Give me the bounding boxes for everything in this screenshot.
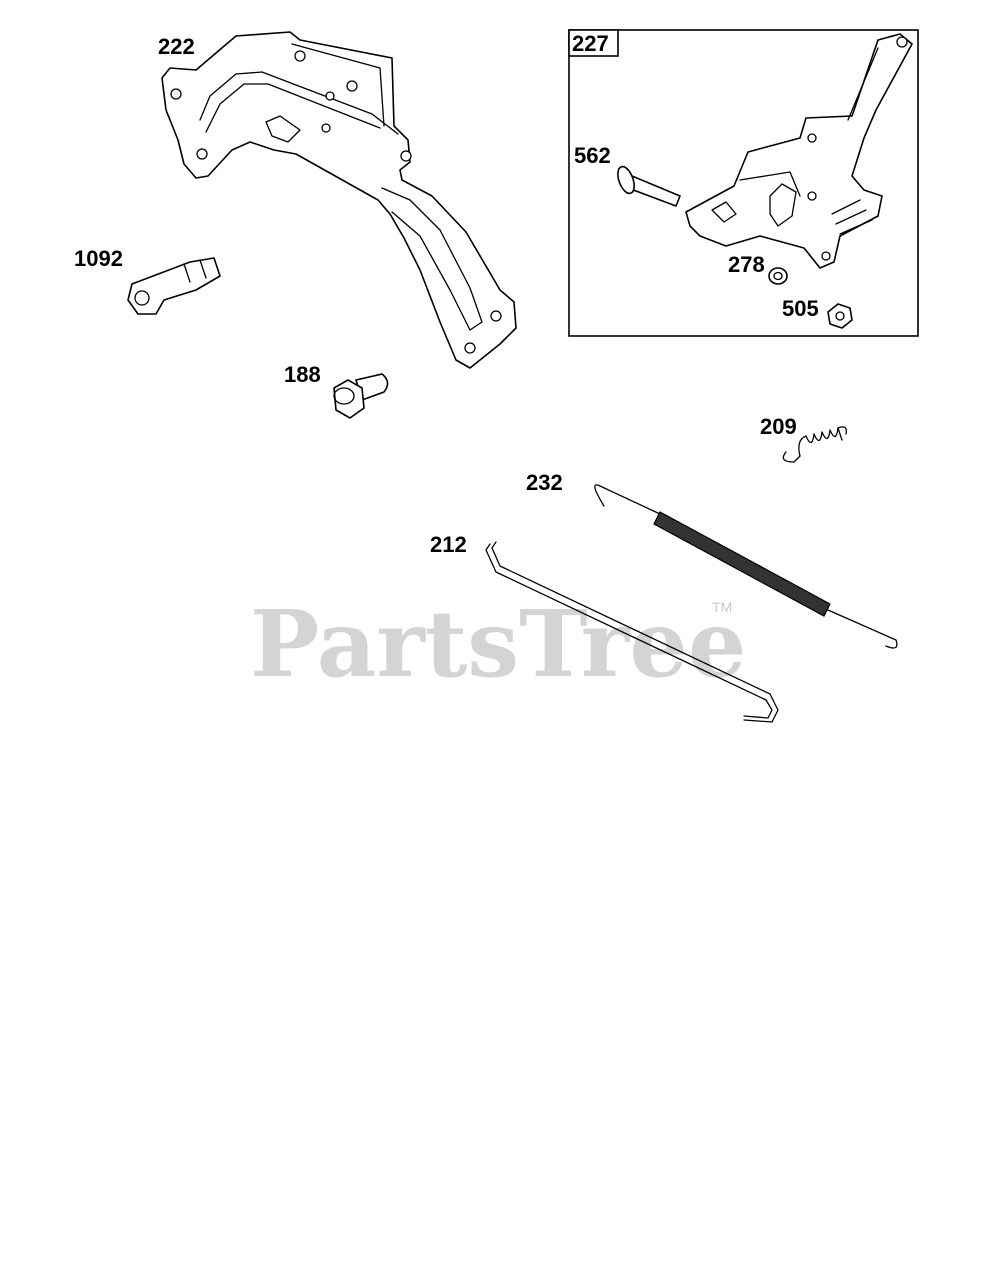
callout-278: 278 (728, 252, 765, 277)
part-562-bolt[interactable] (615, 164, 681, 207)
callout-209: 209 (760, 414, 797, 439)
part-505-nut[interactable] (827, 303, 853, 329)
watermark-text: PartsTree (250, 590, 746, 698)
part-222-bracket[interactable] (161, 31, 517, 369)
part-227-control-lever[interactable] (685, 33, 913, 269)
part-209-spring[interactable] (782, 426, 847, 463)
inset-box-227: 227 (568, 29, 919, 337)
callout-222: 222 (158, 34, 195, 59)
part-188-bolt[interactable] (333, 373, 389, 419)
watermark-trademark: TM (712, 599, 732, 615)
part-212-link-rod[interactable] (485, 541, 779, 723)
inset-box-label: 227 (572, 31, 609, 56)
callout-212: 212 (430, 532, 467, 557)
part-1092-cable-clamp[interactable] (127, 257, 221, 315)
part-232-long-spring[interactable] (594, 484, 898, 649)
part-278-washer[interactable] (768, 267, 788, 285)
callout-232: 232 (526, 470, 563, 495)
callout-188: 188 (284, 362, 321, 387)
callout-1092: 1092 (74, 246, 123, 271)
callout-562: 562 (574, 143, 611, 168)
watermark: PartsTree TM (250, 590, 746, 698)
callout-505: 505 (782, 296, 819, 321)
